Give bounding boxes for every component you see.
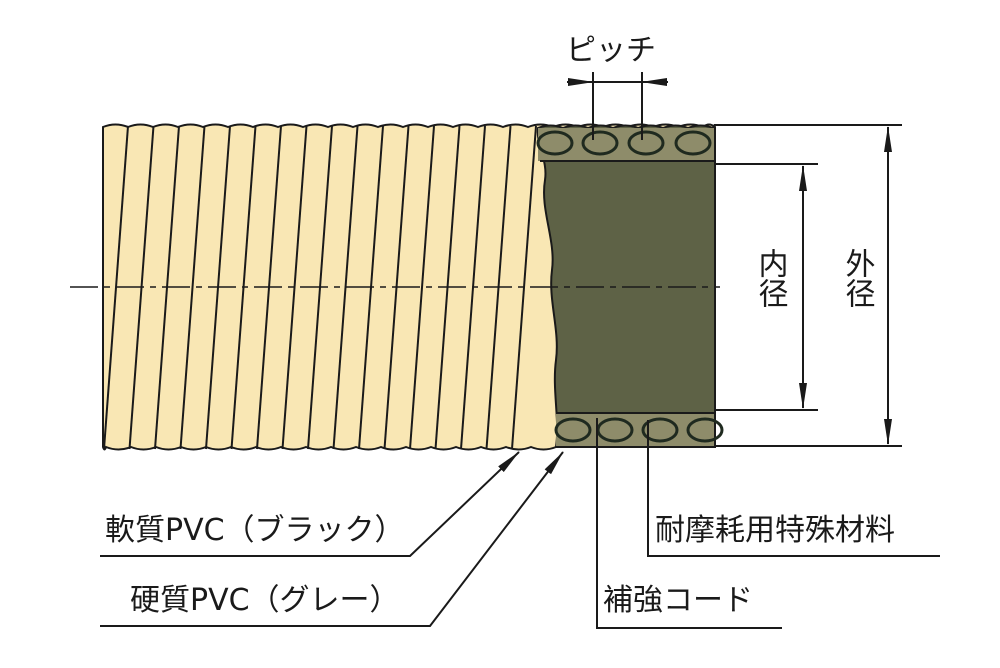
reinforcement-cords [536, 130, 724, 443]
rib-line [179, 125, 206, 450]
inner-diameter-dimension [714, 163, 818, 411]
rib-line [332, 125, 359, 450]
wear-material-label: 耐摩耗用特殊材料 [655, 513, 895, 548]
wear-material-leader [647, 420, 940, 557]
pitch-dimension [567, 72, 668, 140]
outer-diameter-label: 外径 [840, 248, 875, 308]
pitch-label: ピッチ [566, 33, 656, 68]
hard-pvc-leader [100, 451, 564, 627]
rib-line [281, 125, 308, 450]
cord-cross-section [686, 417, 724, 443]
cord-cross-section [674, 130, 712, 156]
cord-cross-section [536, 130, 574, 156]
cord-cross-section [581, 130, 619, 156]
inner-diameter-label: 内径 [753, 248, 788, 308]
soft-pvc-leader [100, 451, 520, 557]
cord-leader [596, 418, 782, 629]
reinforcement-cord-label: 補強コード [603, 583, 753, 618]
cord-cross-section [554, 417, 592, 443]
cord-cross-section [627, 130, 665, 156]
cord-cross-section [641, 417, 679, 443]
outer-diameter-dimension [714, 124, 902, 447]
soft-pvc-label: 軟質PVC（ブラック） [105, 513, 405, 548]
rib-line [409, 125, 435, 450]
hard-pvc-label: 硬質PVC（グレー） [130, 583, 400, 618]
